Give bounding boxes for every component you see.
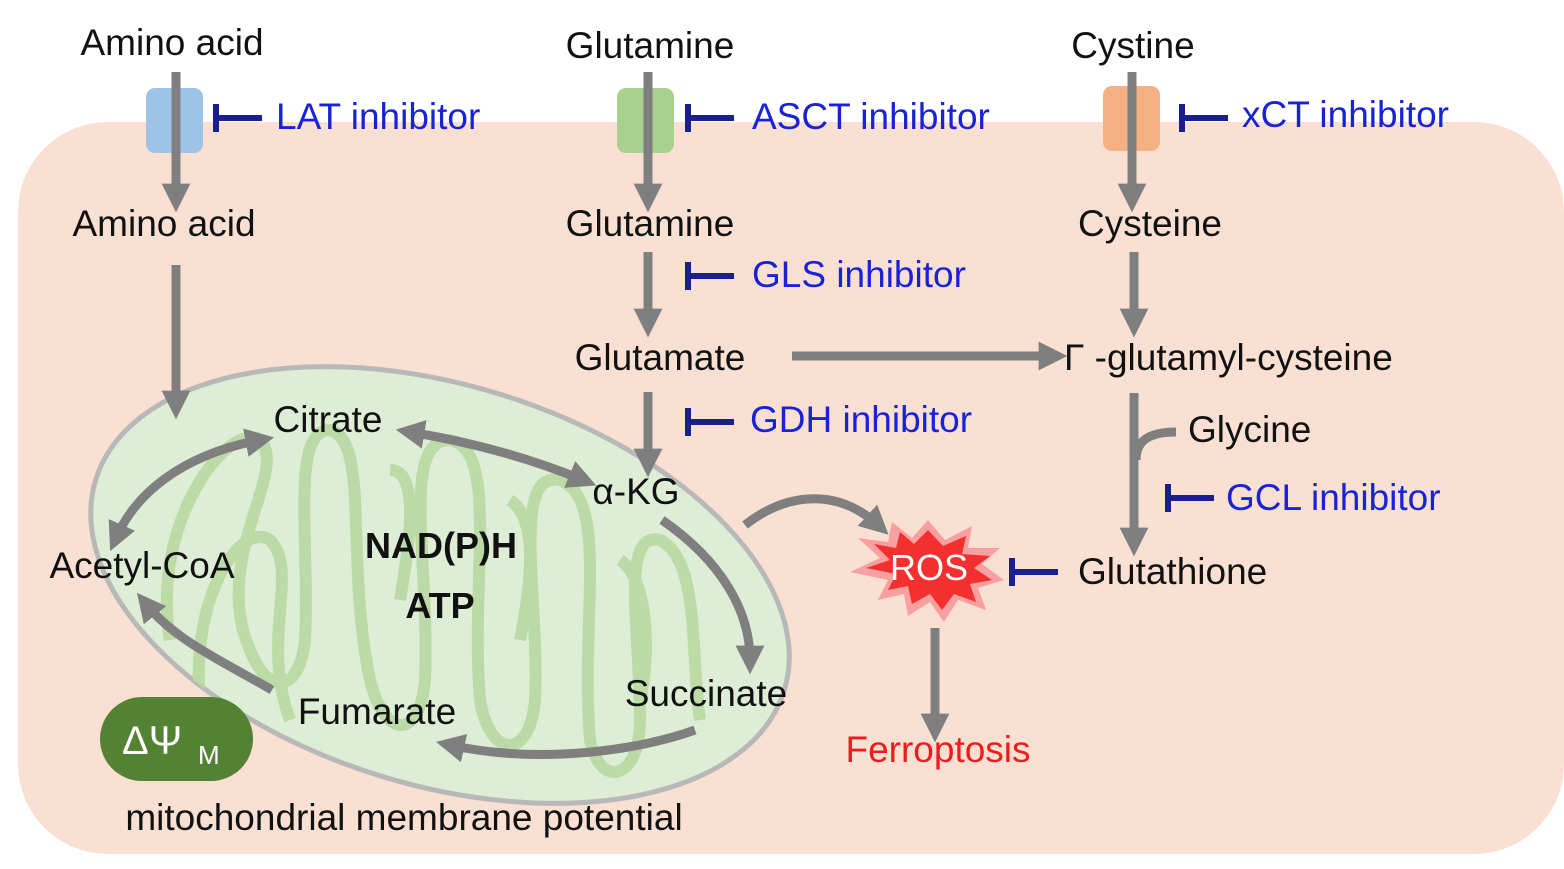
asct-inhibit-bar [685, 104, 734, 132]
arrow-citrate-akg [395, 420, 597, 488]
label-gls-inhibitor: GLS inhibitor [752, 254, 966, 295]
label-ros: ROS [890, 547, 968, 588]
label-ferroptosis: Ferroptosis [845, 729, 1030, 770]
label-amino-acid-extracellular: Amino acid [80, 22, 263, 63]
gdh-inhibit-bar [685, 408, 734, 436]
arrow-fumarate-acetylcoa [136, 592, 275, 694]
xct-inhibit-bar [1179, 104, 1228, 132]
label-cystine-extracellular: Cystine [1071, 25, 1194, 66]
arrow-citrate-acetylcoa [108, 428, 275, 552]
label-akg: α-KG [592, 471, 679, 512]
arrow-akg-succinate [659, 516, 765, 675]
label-glycine: Glycine [1188, 409, 1311, 450]
glutathione-inhibit-ros-bar [1009, 558, 1058, 586]
label-xct-inhibitor: xCT inhibitor [1242, 94, 1449, 135]
arrow-akg-ros [742, 494, 889, 535]
label-psi-subscript: M [198, 740, 220, 770]
label-succinate: Succinate [625, 673, 788, 714]
label-membrane-potential-caption: mitochondrial membrane potential [125, 797, 682, 838]
pathway-arrows [108, 72, 1177, 763]
gcl-inhibit-bar [1165, 484, 1214, 512]
inhibitor-bars [213, 104, 1228, 586]
ros-burst-icon [850, 520, 1004, 622]
arrow-succinate-fumarate [435, 725, 697, 763]
lat-inhibit-bar [213, 104, 262, 132]
label-glutamyl-cysteine: Γ -glutamyl-cysteine [1064, 337, 1393, 378]
label-psi-symbol: ΔΨ [122, 719, 182, 763]
label-acetyl-coa: Acetyl-CoA [49, 545, 234, 586]
label-atp: ATP [405, 585, 474, 626]
glycine-input-branch [1131, 427, 1177, 461]
label-glutamate: Glutamate [575, 337, 746, 378]
membrane-potential-badge-icon [100, 697, 253, 781]
label-glutathione: Glutathione [1078, 551, 1267, 592]
label-citrate: Citrate [274, 399, 383, 440]
label-gdh-inhibitor: GDH inhibitor [750, 399, 972, 440]
label-asct-inhibitor: ASCT inhibitor [752, 96, 990, 137]
label-lat-inhibitor: LAT inhibitor [276, 96, 480, 137]
label-glutamine-extracellular: Glutamine [566, 25, 735, 66]
label-cysteine: Cysteine [1078, 203, 1222, 244]
label-amino-acid-intracellular: Amino acid [72, 203, 255, 244]
label-fumarate: Fumarate [298, 691, 456, 732]
label-gcl-inhibitor: GCL inhibitor [1226, 477, 1441, 518]
label-nadph: NAD(P)H [365, 525, 517, 566]
label-glutamine-intracellular: Glutamine [566, 203, 735, 244]
gls-inhibit-bar [685, 262, 734, 290]
